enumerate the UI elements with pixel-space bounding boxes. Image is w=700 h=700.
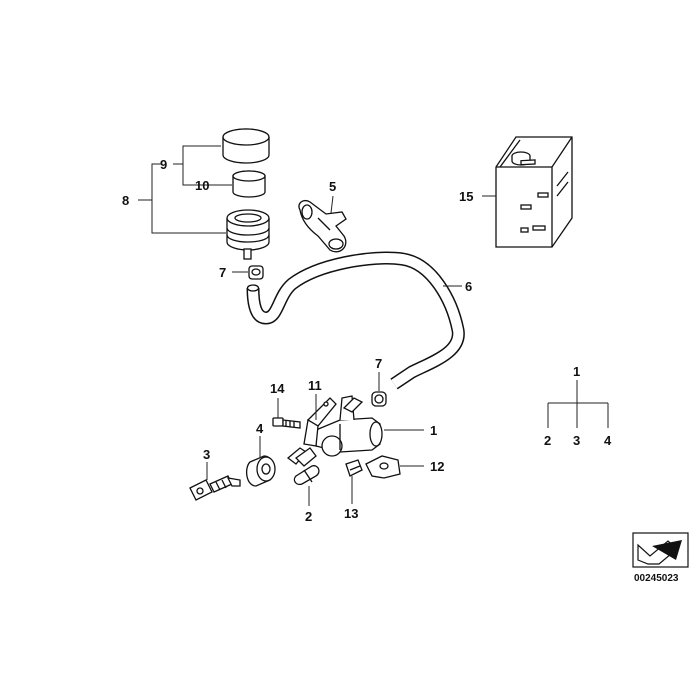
label-3: 3 [203,447,210,462]
legend-label-right: 4 [604,433,612,448]
reference-arrow-icon [632,532,689,568]
label-13: 13 [344,506,358,521]
brake-fluid-can [495,136,573,248]
label-7-lower: 7 [375,356,382,371]
mounting-bracket [303,397,337,447]
handlebar-clamp [298,199,347,253]
reference-number: 00245023 [634,573,679,584]
label-8: 8 [122,193,129,208]
leader-5 [330,195,334,214]
leader-8-bottom [151,200,226,234]
reservoir-cap [222,128,270,164]
spring-clip [345,459,363,477]
retaining-clip-front [286,447,317,467]
hose-clamp-upper [248,265,264,280]
legend-label-left: 2 [544,433,551,448]
label-7-upper: 7 [219,265,226,280]
label-1: 1 [430,423,437,438]
legend-label-top: 1 [573,364,580,379]
reservoir-ring [232,170,266,198]
clutch-hose [246,251,465,390]
hose-clamp-lower [371,391,387,407]
label-6: 6 [465,279,472,294]
leader-9-top [182,145,221,164]
leader-8-top [151,163,162,200]
legend-tree [547,380,609,428]
label-2: 2 [305,509,312,524]
label-5: 5 [329,179,336,194]
label-10: 10 [195,178,209,193]
hex-screw [272,417,301,429]
label-9: 9 [160,157,167,172]
label-12: 12 [430,459,444,474]
rubber-boot [245,455,276,487]
pin [293,465,320,486]
holding-bracket [365,455,401,479]
label-4: 4 [256,421,264,436]
push-rod [189,475,241,501]
label-14: 14 [270,381,285,396]
label-15: 15 [459,189,473,204]
legend-label-mid: 3 [573,433,580,448]
label-11: 11 [308,378,322,393]
master-cylinder [315,395,383,457]
reservoir-body [226,209,270,260]
